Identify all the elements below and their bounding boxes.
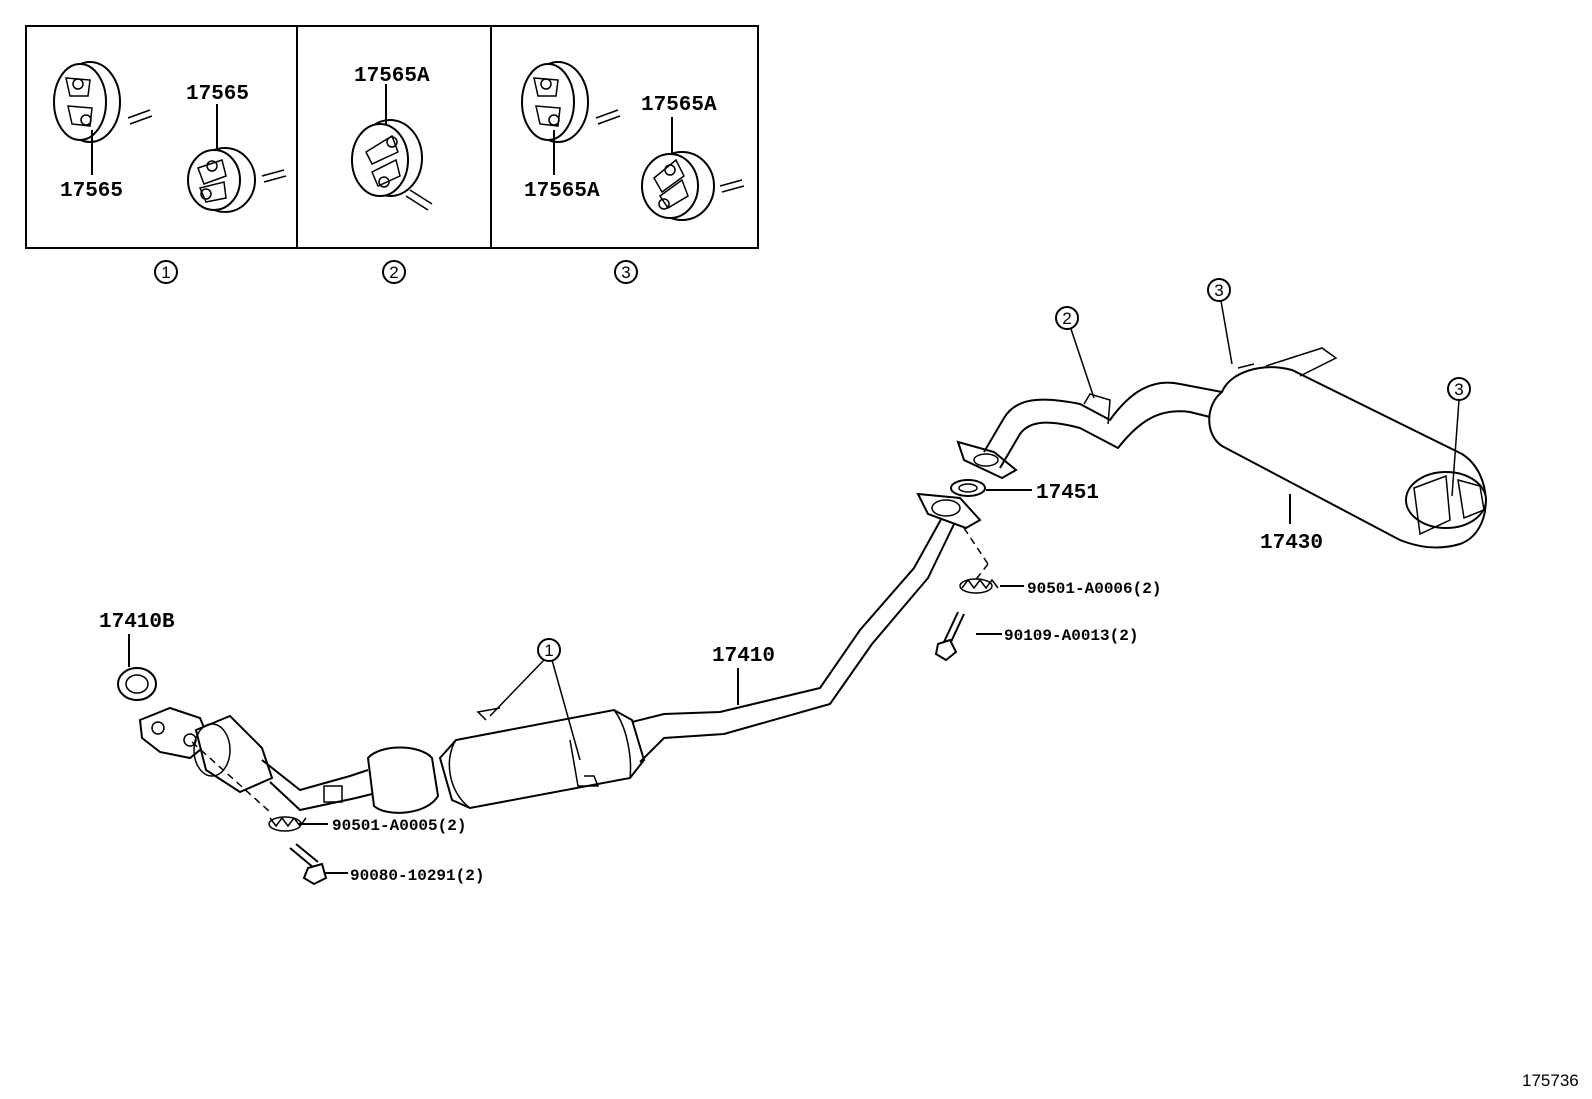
exhaust-pipe-label: 17410	[712, 645, 775, 668]
svg-text:2: 2	[1062, 309, 1071, 328]
tailpipe-muffler-label: 17430	[1260, 532, 1323, 555]
front-fasteners: 90501-A0005(2) 90080-10291(2)	[191, 741, 484, 886]
figure-number: 175736	[1522, 1071, 1579, 1090]
callout-hanger-mid: 1	[489, 638, 581, 761]
callout-hanger-pipe: 2	[1055, 306, 1095, 399]
spring-icon	[959, 578, 999, 594]
inset-3: 17565A 17565A	[521, 61, 745, 221]
hanger-rubber-icon	[521, 61, 621, 143]
inset-1: 17565 17565	[53, 61, 287, 213]
svg-text:1: 1	[161, 263, 170, 282]
svg-text:3: 3	[1454, 380, 1463, 399]
svg-text:2: 2	[389, 263, 398, 282]
bolt-front-label: 90080-10291(2)	[350, 867, 484, 885]
svg-text:3: 3	[1214, 281, 1223, 300]
callout-hanger-muffler-top: 3	[1207, 278, 1233, 365]
hanger-rubber-icon	[53, 61, 153, 143]
callout-hanger-muffler-end: 3	[1447, 377, 1471, 497]
rear-fasteners: 90501-A0006(2) 90109-A0013(2)	[934, 527, 1161, 662]
pipe-gasket: 17451	[950, 479, 1099, 505]
pipe-gasket-label: 17451	[1036, 482, 1099, 505]
inset-1-label-a: 17565	[60, 180, 123, 203]
inset-3-label-b: 17565A	[641, 94, 717, 117]
front-gasket: 17410B	[99, 611, 175, 701]
inset-2: 17565A	[351, 65, 433, 211]
inset-callout-1: 1	[154, 260, 178, 284]
exhaust-pipe-assembly: 17410	[138, 492, 982, 814]
spring-front-label: 90501-A0005(2)	[332, 817, 466, 835]
front-gasket-label: 17410B	[99, 611, 175, 634]
svg-text:1: 1	[544, 641, 553, 660]
hanger-rubber-icon	[187, 147, 287, 213]
inset-callout-2: 2	[382, 260, 406, 284]
svg-text:3: 3	[621, 263, 630, 282]
hanger-rubber-icon	[351, 119, 433, 211]
bolt-rear-label: 90109-A0013(2)	[1004, 627, 1138, 645]
bolt-icon	[934, 611, 965, 662]
hanger-rubber-icon	[641, 151, 745, 221]
inset-2-label: 17565A	[354, 65, 430, 88]
spring-rear-label: 90501-A0006(2)	[1027, 580, 1161, 598]
inset-3-label-a: 17565A	[524, 180, 600, 203]
inset-1-label-b: 17565	[186, 83, 249, 106]
tailpipe-muffler-assembly: 17430	[956, 347, 1487, 555]
inset-callout-3: 3	[614, 260, 638, 284]
bolt-icon	[289, 843, 328, 886]
hanger-inset-box	[25, 25, 759, 249]
